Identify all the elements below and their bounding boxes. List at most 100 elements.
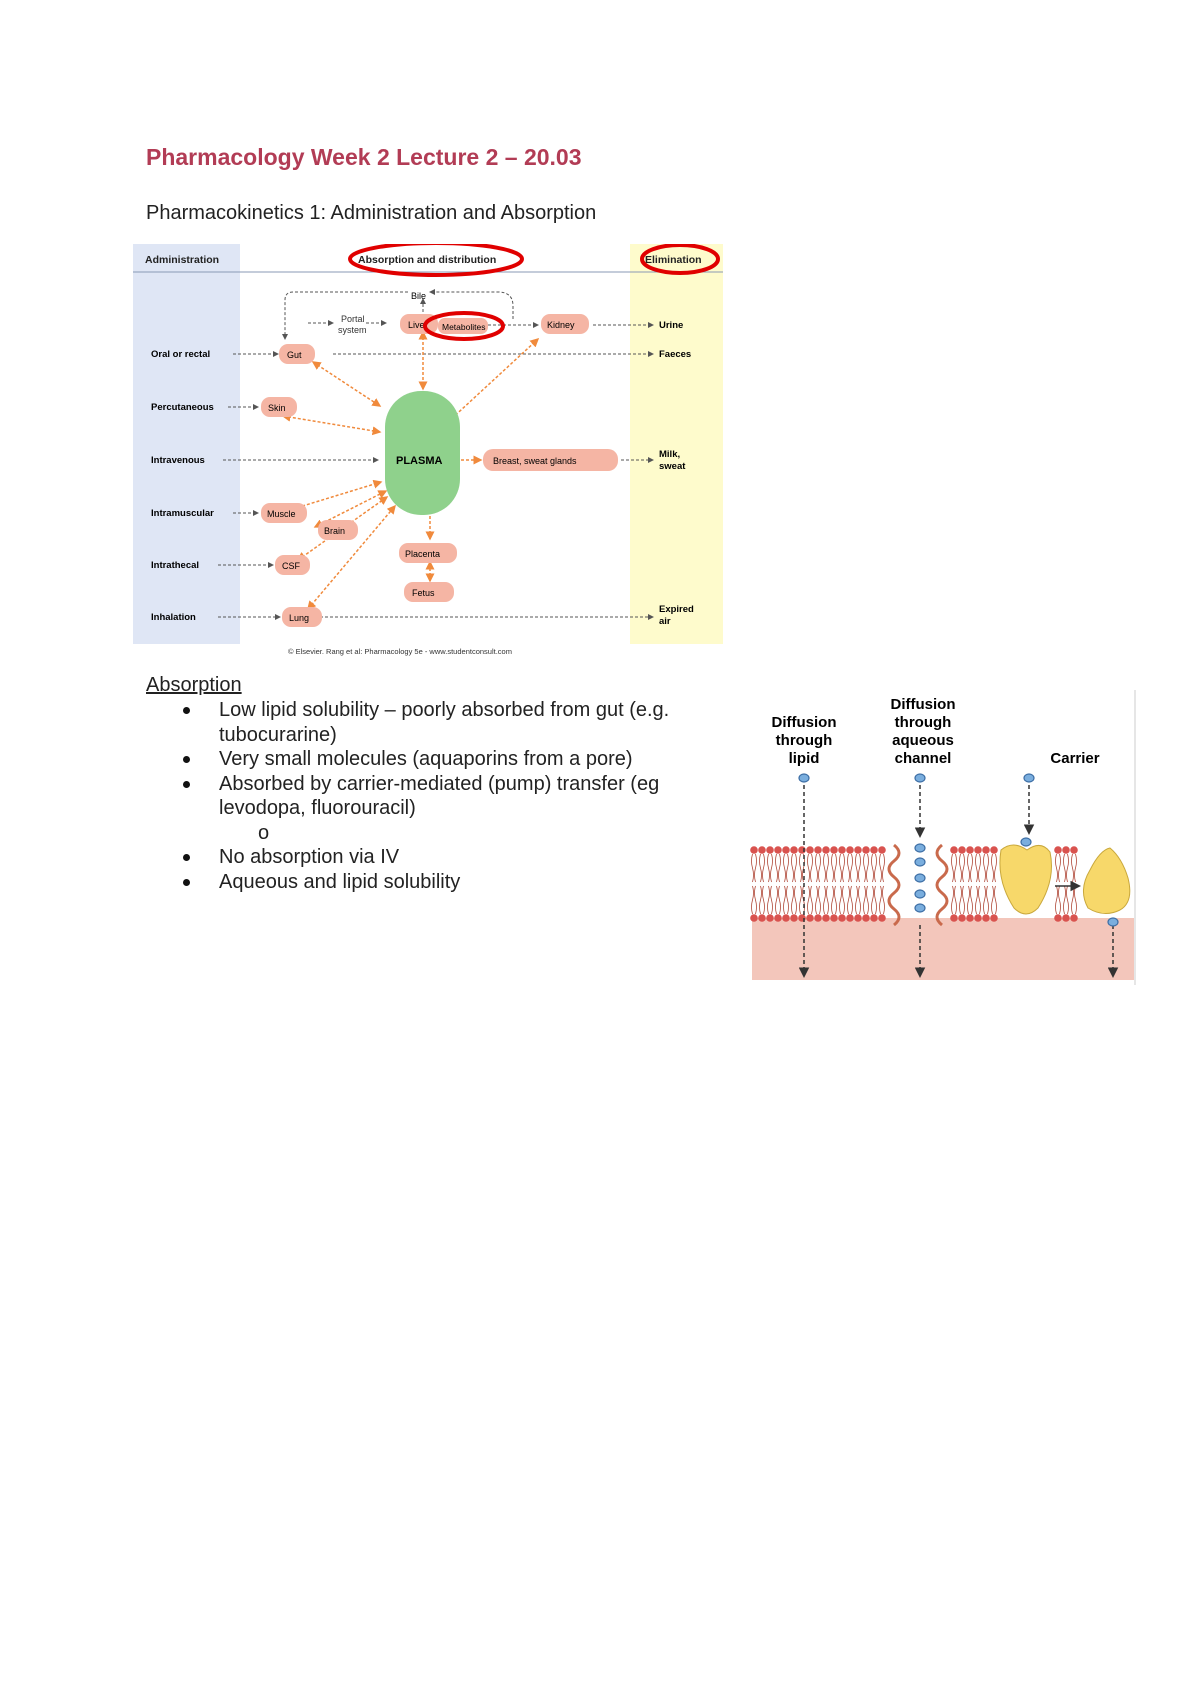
node-brain-box (318, 520, 358, 540)
output-expired-2: air (659, 616, 671, 627)
output-milk-2: sweat (659, 461, 686, 472)
page-subtitle: Pharmacokinetics 1: Administration and A… (146, 202, 597, 224)
lipid-tail (1055, 853, 1061, 883)
lipid-tail (791, 885, 797, 915)
label-aqueous-1: Diffusion (891, 696, 956, 713)
lipid-tail (815, 853, 821, 883)
lipid-tail (879, 885, 885, 915)
lipid-head (774, 914, 782, 922)
list-item: No absorption via IV (146, 845, 706, 870)
header-elimination: Elimination (645, 254, 702, 266)
node-breast: Breast, sweat glands (493, 456, 577, 466)
lipid-head (766, 914, 774, 922)
lipid-bilayer (750, 846, 1078, 922)
lipid-head (782, 914, 790, 922)
lipid-head (1070, 846, 1078, 854)
lipid-head (846, 846, 854, 854)
highlight-metabolites (423, 311, 505, 341)
carrier-open (999, 844, 1052, 915)
lipid-tail (783, 885, 789, 915)
lipid-head (1054, 846, 1062, 854)
node-muscle-box (261, 503, 307, 523)
node-skin: Skin (268, 403, 286, 413)
lipid-head (750, 914, 758, 922)
label-aqueous-2: through (895, 714, 952, 731)
node-plasma: PLASMA (396, 455, 443, 467)
node-placenta-box (399, 543, 457, 563)
lipid-head (790, 914, 798, 922)
lipid-head (862, 846, 870, 854)
aqueous-channel (887, 843, 949, 927)
node-plasma-box (385, 391, 460, 515)
lipid-head (854, 914, 862, 922)
output-faeces: Faeces (659, 349, 691, 360)
lipid-tail (951, 885, 957, 915)
lipid-head (830, 846, 838, 854)
lipid-head (1054, 914, 1062, 922)
node-csf: CSF (282, 561, 301, 571)
lipid-tail (1071, 885, 1077, 915)
lipid-head (870, 846, 878, 854)
lipid-tail (991, 885, 997, 915)
lipid-head (982, 846, 990, 854)
lipid-head (814, 846, 822, 854)
lipid-head (950, 914, 958, 922)
label-aqueous-4: channel (895, 750, 952, 767)
lipid-head (806, 914, 814, 922)
node-lung-box (282, 607, 322, 627)
lipid-tail (815, 885, 821, 915)
node-gut: Gut (287, 350, 302, 360)
highlight-elimination (640, 244, 720, 275)
bullet-icon (183, 878, 190, 886)
lipid-tail (879, 853, 885, 883)
lipid-head (1062, 846, 1070, 854)
lipid-tail (863, 853, 869, 883)
lipid-tail (783, 853, 789, 883)
carrier-closed (1083, 847, 1131, 914)
node-lung: Lung (289, 613, 309, 623)
header-absorption: Absorption and distribution (358, 254, 496, 266)
lipid-tail (983, 885, 989, 915)
absorption-list: Low lipid solubility – poorly absorbed f… (146, 698, 706, 894)
label-lipid-3: lipid (789, 750, 820, 767)
lipid-head (822, 914, 830, 922)
node-fetus-box (404, 582, 454, 602)
lipid-tail (823, 885, 829, 915)
lipid-head (806, 846, 814, 854)
node-brain: Brain (324, 526, 345, 536)
lipid-tail (959, 853, 965, 883)
node-skin-box (261, 397, 297, 417)
list-item: Low lipid solubility – poorly absorbed f… (146, 698, 706, 747)
lipid-head (1070, 914, 1078, 922)
lipid-head (966, 846, 974, 854)
node-portal-2: system (338, 325, 367, 335)
absorption-heading: Absorption (146, 674, 242, 696)
header-administration: Administration (145, 254, 219, 266)
lipid-tail (871, 885, 877, 915)
lipid-tail (807, 853, 813, 883)
lipid-head (862, 914, 870, 922)
route-oral: Oral or rectal (151, 349, 210, 360)
lipid-tail (847, 885, 853, 915)
route-intramuscular: Intramuscular (151, 508, 214, 519)
lipid-head (750, 846, 758, 854)
node-placenta: Placenta (405, 549, 440, 559)
highlight-absorption (348, 244, 524, 277)
node-kidney-box (541, 314, 589, 334)
lipid-tail (967, 885, 973, 915)
lipid-head (814, 914, 822, 922)
lipid-tail (967, 853, 973, 883)
lipid-tail (959, 885, 965, 915)
bullet-icon (183, 756, 190, 763)
lipid-tail (775, 885, 781, 915)
bullet-icon (183, 707, 190, 714)
lipid-tail (975, 853, 981, 883)
lipid-head (878, 846, 886, 854)
lipid-head (854, 846, 862, 854)
list-item: Aqueous and lipid solubility (146, 870, 706, 895)
lipid-tail (759, 885, 765, 915)
route-intravenous: Intravenous (151, 455, 205, 466)
lipid-tail (791, 853, 797, 883)
node-gut-box (279, 344, 315, 364)
lipid-tail (951, 853, 957, 883)
